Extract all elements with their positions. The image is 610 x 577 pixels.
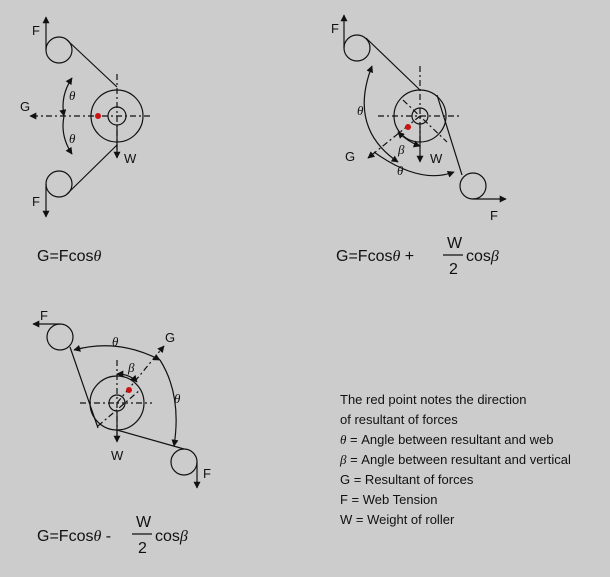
label-beta: β	[127, 360, 135, 375]
label-f: F	[40, 308, 48, 323]
legend-line: F = Web Tension	[340, 492, 437, 507]
resultant-red-point	[126, 387, 132, 393]
legend-line: θ = Angle between resultant and web	[340, 432, 553, 447]
legend-line: G = Resultant of forces	[340, 472, 474, 487]
label-f: F	[331, 21, 339, 36]
angle-arc-theta-lower	[62, 115, 73, 155]
web-line	[66, 144, 118, 195]
legend-line: of resultant of forces	[340, 412, 458, 427]
web-line	[116, 429, 185, 450]
label-theta: θ	[357, 103, 364, 118]
label-g: G	[165, 330, 175, 345]
web-normal-line	[402, 99, 448, 143]
web-line	[436, 94, 463, 176]
label-w: W	[124, 151, 137, 166]
angle-arc-theta-large	[363, 65, 399, 163]
label-theta: θ	[112, 334, 119, 349]
formula-1: G=Fcosθ	[37, 248, 101, 265]
formula-tail: cosβ	[155, 528, 188, 545]
web-line	[365, 37, 421, 91]
label-beta: β	[397, 142, 405, 157]
fraction-denominator: 2	[138, 540, 147, 557]
legend: The red point notes the direction of res…	[339, 392, 571, 527]
angle-arc-beta	[397, 131, 421, 148]
angle-arc-theta-right	[159, 359, 179, 447]
label-f: F	[32, 23, 40, 38]
label-theta: θ	[69, 131, 76, 146]
legend-line: β = Angle between resultant and vertical	[339, 452, 571, 467]
angle-arc-theta-upper	[59, 77, 73, 117]
resultant-arrow-g	[367, 115, 421, 159]
fraction-numerator: W	[447, 235, 463, 252]
label-w: W	[111, 448, 124, 463]
formula-3: G=Fcosθ - W 2 cosβ	[37, 514, 188, 557]
label-w: W	[430, 151, 443, 166]
web-line	[66, 39, 118, 88]
label-f: F	[490, 208, 498, 223]
idler-roller-bottom	[170, 448, 198, 476]
angle-arc-theta-lower	[373, 151, 455, 178]
formula-2: G=Fcosθ + W 2 cosβ	[336, 235, 499, 278]
formula-text: G=Fcosθ -	[37, 528, 111, 545]
label-theta: θ	[69, 88, 76, 103]
legend-line: W = Weight of roller	[340, 512, 455, 527]
diagram-2-labels: F F G W θ θ β	[331, 21, 498, 223]
label-g: G	[20, 99, 30, 114]
angle-arc-beta	[116, 370, 138, 383]
resultant-red-point	[405, 124, 411, 130]
label-theta: θ	[174, 391, 181, 406]
resultant-red-point	[95, 113, 101, 119]
formula-text: G=Fcosθ +	[336, 248, 414, 265]
idler-roller-top	[46, 323, 74, 351]
diagram-3-labels: F F G W θ θ β	[40, 308, 211, 481]
web-normal-line	[97, 389, 141, 427]
legend-line: The red point notes the direction	[340, 392, 526, 407]
label-g: G	[345, 149, 355, 164]
diagram-3	[32, 320, 201, 489]
diagram-2	[340, 14, 507, 203]
label-f: F	[203, 466, 211, 481]
web-line	[69, 346, 99, 429]
fraction-denominator: 2	[449, 261, 458, 278]
formula-text: G=Fcosθ	[37, 248, 101, 265]
angle-arc-theta-top	[73, 344, 161, 361]
fraction-numerator: W	[136, 514, 152, 531]
diagram-1	[29, 16, 150, 218]
diagram-1-labels: F F G W θ θ	[20, 23, 137, 209]
label-theta: θ	[397, 163, 404, 178]
idler-roller-bottom	[459, 172, 487, 200]
formula-tail: cosβ	[466, 248, 499, 265]
label-f: F	[32, 194, 40, 209]
